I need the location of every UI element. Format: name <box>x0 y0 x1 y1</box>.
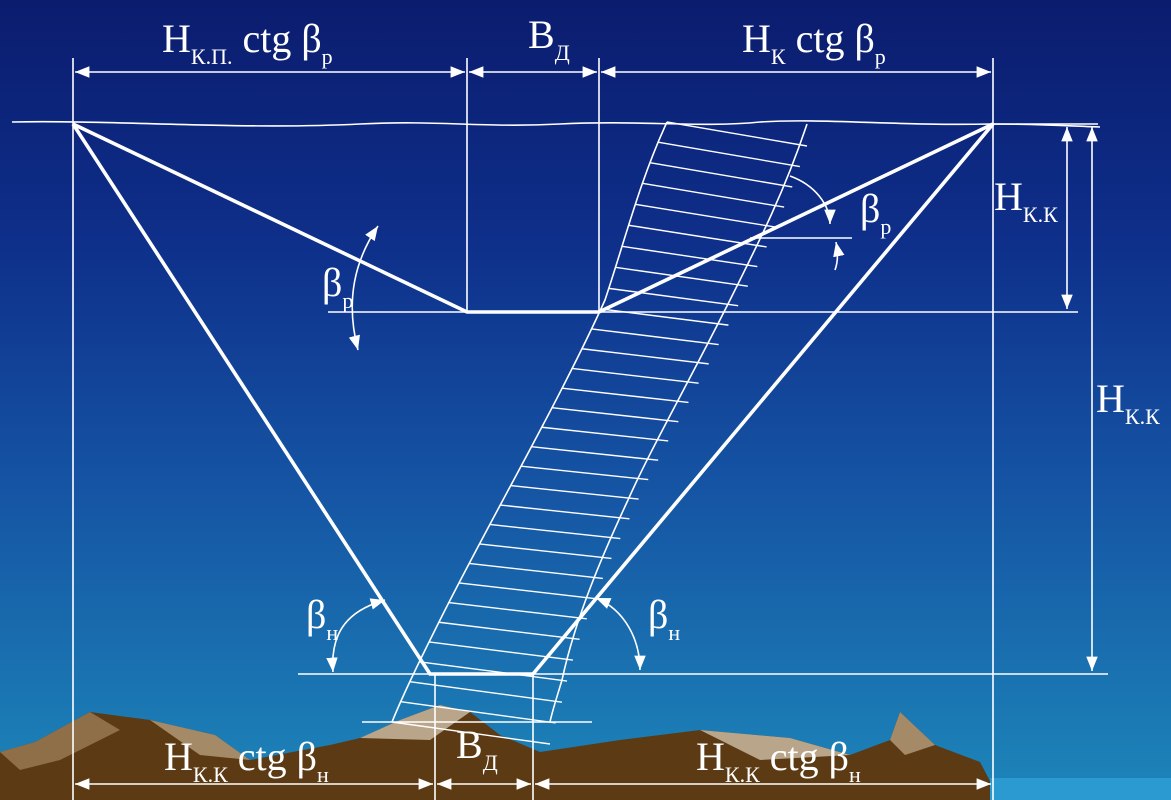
hatch-line <box>615 266 748 287</box>
angle-lower-right-label: βн <box>648 592 680 645</box>
hatch-line <box>510 484 639 500</box>
angle-lower-left-label: βн <box>306 592 338 645</box>
hatch-line <box>541 426 669 442</box>
pit-inner-profile <box>72 122 994 314</box>
hatch-line <box>657 141 800 168</box>
hatch-line <box>608 287 739 307</box>
angle-arc-upper-right-small <box>833 241 845 271</box>
hatch-line <box>635 203 776 228</box>
hatch-line <box>591 328 719 346</box>
hatch-line <box>581 348 709 365</box>
angle-upper-right-label: βp <box>860 186 891 239</box>
ground-surface-line <box>11 120 1101 128</box>
hatch-line <box>500 504 630 520</box>
top-middle-dimension-label: BД <box>528 12 570 65</box>
hatch-line <box>391 721 551 745</box>
hatch-line <box>409 680 563 703</box>
hatch-line <box>520 465 649 481</box>
hatch-line <box>649 161 793 188</box>
hatch-line <box>666 121 808 147</box>
bottom-right-dimension-label: HК.К ctg βн <box>696 734 861 787</box>
top-left-dimension-label: HК.П. ctg βp <box>162 16 333 69</box>
angle-upper-left-label: βp <box>322 260 353 313</box>
hatch-line <box>400 701 556 724</box>
hatch-line <box>562 387 689 404</box>
angle-arc-upper-left <box>348 225 379 351</box>
hatch-line <box>551 407 679 423</box>
angle-arc-lower-right <box>595 597 646 671</box>
hatch-line <box>572 367 699 384</box>
bottom-middle-dimension-label: BД <box>456 722 498 775</box>
hatch-line <box>621 245 758 268</box>
hatched-layer-boundary-left <box>391 121 668 723</box>
hatch-line <box>642 182 785 208</box>
pit-final-profile <box>71 122 995 676</box>
hatch-line <box>448 601 587 620</box>
hatch-line <box>531 446 659 461</box>
hatch-line <box>479 543 612 560</box>
bottom-left-dimension-label: HК.К ctg βн <box>164 734 329 787</box>
angle-arc-upper-right <box>789 175 836 225</box>
hatch-line <box>419 661 568 682</box>
hatch-lines <box>391 121 808 745</box>
hatch-line <box>458 582 595 600</box>
hatch-line <box>438 621 580 641</box>
right-total-height-label: HК.К <box>1096 376 1160 429</box>
hatch-line <box>469 562 603 580</box>
right-upper-height-label: HК.К <box>994 174 1058 227</box>
hatch-line <box>489 523 621 540</box>
angle-arc-lower-left <box>326 598 386 673</box>
top-right-dimension-label: HК ctg βp <box>742 16 886 69</box>
